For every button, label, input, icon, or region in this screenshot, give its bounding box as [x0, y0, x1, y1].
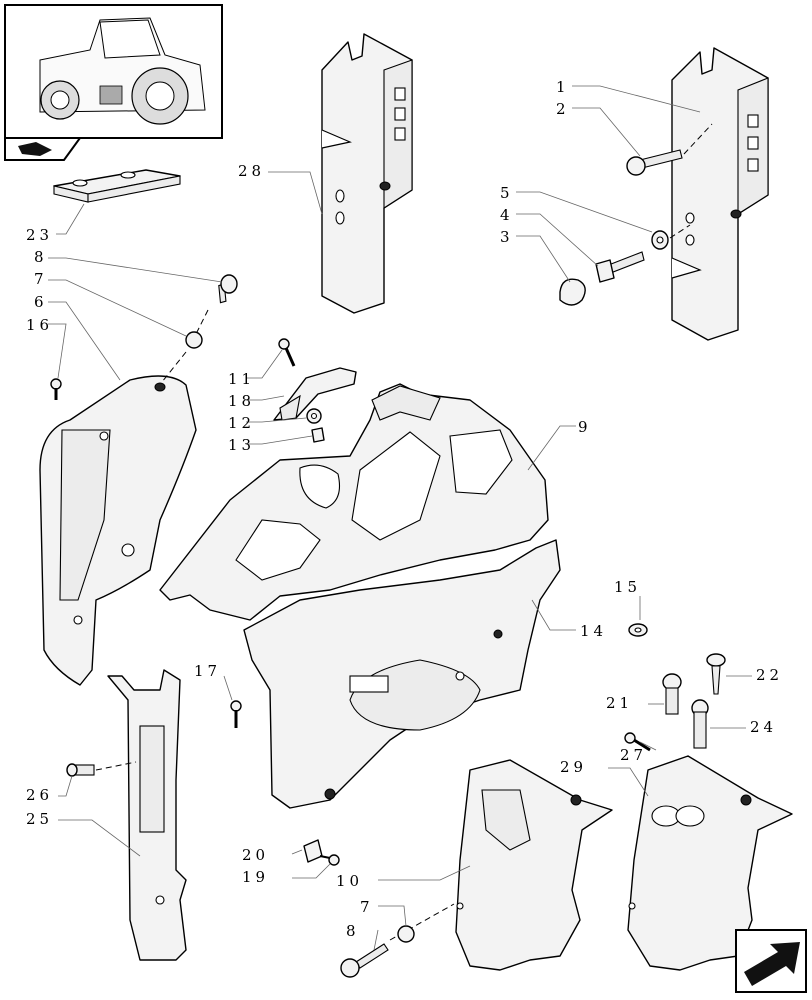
panel-part-10: [455, 759, 613, 971]
callout-19: 19: [242, 868, 269, 886]
callout-9: 9: [578, 418, 592, 436]
callout-6: 6: [34, 293, 48, 311]
callout-labels: 1 2 3 4 5 6 7 7 8 8 9 10 11 12 13 14 15 …: [26, 78, 783, 940]
nut-12: [306, 408, 322, 424]
screw-27: [624, 732, 651, 752]
callout-25: 25: [26, 810, 53, 828]
callout-8b: 8: [346, 922, 360, 940]
washer-15: [628, 623, 648, 637]
next-page-arrow-icon[interactable]: [735, 929, 807, 993]
screw-26: [66, 761, 137, 777]
washer-7: [161, 331, 203, 383]
screw-11: [278, 338, 296, 367]
spacer-13: [311, 427, 325, 443]
bolt-21: [662, 673, 682, 715]
bolt-8: [340, 903, 455, 978]
book-icon: [4, 137, 82, 161]
callout-4: 4: [500, 206, 514, 224]
panel-part-29: [627, 755, 793, 971]
callout-7b: 7: [360, 898, 374, 916]
plate-part-23: [53, 169, 181, 203]
callout-10: 10: [336, 872, 363, 890]
clip-part-20: [303, 839, 323, 863]
callout-2: 2: [556, 100, 570, 118]
cap-3: [559, 278, 586, 306]
bolt-4: [595, 251, 645, 283]
washer-5: [651, 224, 691, 250]
callout-22: 22: [756, 666, 783, 684]
washer-7b: [397, 925, 415, 943]
bracket-assembly: [671, 47, 769, 341]
screw-16: [50, 378, 62, 400]
bolt-24: [691, 699, 709, 749]
callout-29: 29: [560, 758, 587, 776]
panel-part-14: [243, 539, 561, 809]
screw-22: [706, 653, 726, 695]
bolt-2: [626, 123, 713, 176]
callout-16: 16: [26, 316, 53, 334]
callout-24: 24: [750, 718, 777, 736]
screw-19: [319, 854, 340, 866]
callout-1: 1: [556, 78, 570, 96]
bracket-part-28: [321, 33, 413, 314]
callout-21: 21: [606, 694, 633, 712]
callout-13: 13: [228, 436, 255, 454]
callout-17: 17: [194, 662, 221, 680]
tractor-thumbnail-icon: [4, 4, 223, 139]
pillar-part-25: [107, 669, 187, 961]
panel-part-9: [159, 383, 549, 621]
callout-28: 28: [238, 162, 265, 180]
callout-26: 26: [26, 786, 53, 804]
callout-15: 15: [614, 578, 641, 596]
callout-8a: 8: [34, 248, 48, 266]
panel-part-6: [39, 375, 197, 686]
leader-lines: [48, 85, 752, 951]
callout-27: 27: [620, 746, 647, 764]
callout-20: 20: [242, 846, 269, 864]
callout-3: 3: [500, 228, 514, 246]
callout-11: 11: [228, 370, 255, 388]
callout-5: 5: [500, 184, 514, 202]
screw-17: [230, 700, 242, 728]
callout-14: 14: [580, 622, 607, 640]
callout-23: 23: [26, 226, 53, 244]
callout-12: 12: [228, 414, 255, 432]
callout-18: 18: [228, 392, 255, 410]
clip-part-18: [273, 367, 357, 421]
callout-7a: 7: [34, 270, 48, 288]
screw-8: [195, 274, 238, 335]
